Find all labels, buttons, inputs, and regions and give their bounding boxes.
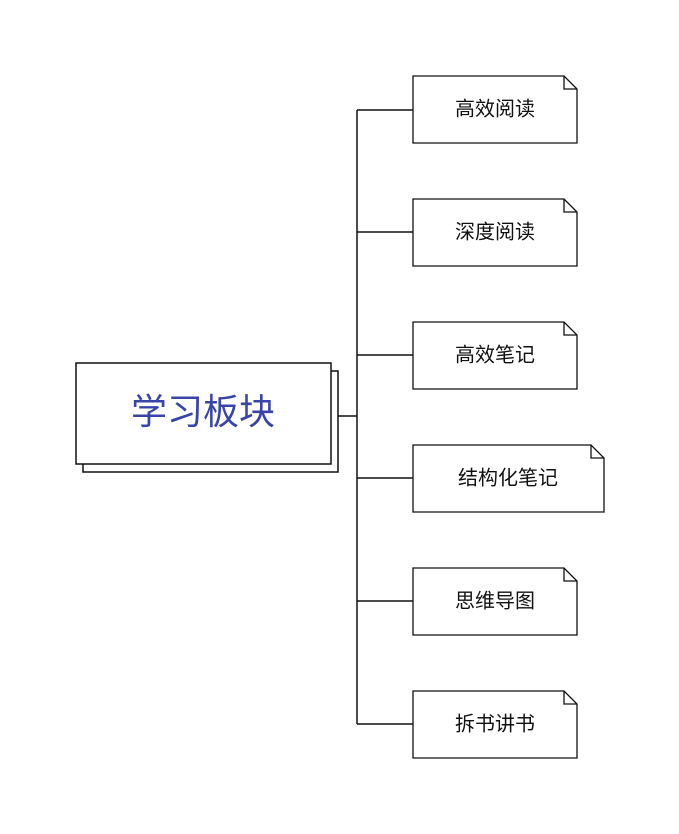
note-shape (412, 75, 578, 144)
child-node-label: 思维导图 (455, 589, 535, 613)
child-node-label: 高效笔记 (455, 343, 535, 367)
folded-corner-icon (563, 568, 577, 582)
root-node-box (75, 362, 332, 465)
child-node-1: 高效阅读 (412, 75, 578, 144)
child-node-label: 结构化笔记 (458, 466, 558, 490)
note-shape (412, 444, 605, 513)
folded-corner-icon (563, 199, 577, 213)
child-node-6: 拆书讲书 (412, 690, 578, 759)
folded-corner-icon (563, 691, 577, 705)
note-shape (412, 321, 578, 390)
root-node-label: 学习板块 (131, 392, 275, 433)
connectors (338, 109, 413, 725)
child-node-4: 结构化笔记 (412, 444, 605, 513)
root-node: 学习板块 (75, 362, 339, 473)
child-node-2: 深度阅读 (412, 198, 578, 267)
note-shape (412, 198, 578, 267)
note-shape (412, 567, 578, 636)
child-node-label: 拆书讲书 (455, 712, 535, 736)
child-node-3: 高效笔记 (412, 321, 578, 390)
child-node-label: 深度阅读 (455, 220, 535, 244)
folded-corner-icon (563, 76, 577, 90)
note-shape (412, 690, 578, 759)
child-node-5: 思维导图 (412, 567, 578, 636)
child-node-label: 高效阅读 (455, 97, 535, 121)
folded-corner-icon (563, 322, 577, 336)
folded-corner-icon (590, 445, 604, 459)
